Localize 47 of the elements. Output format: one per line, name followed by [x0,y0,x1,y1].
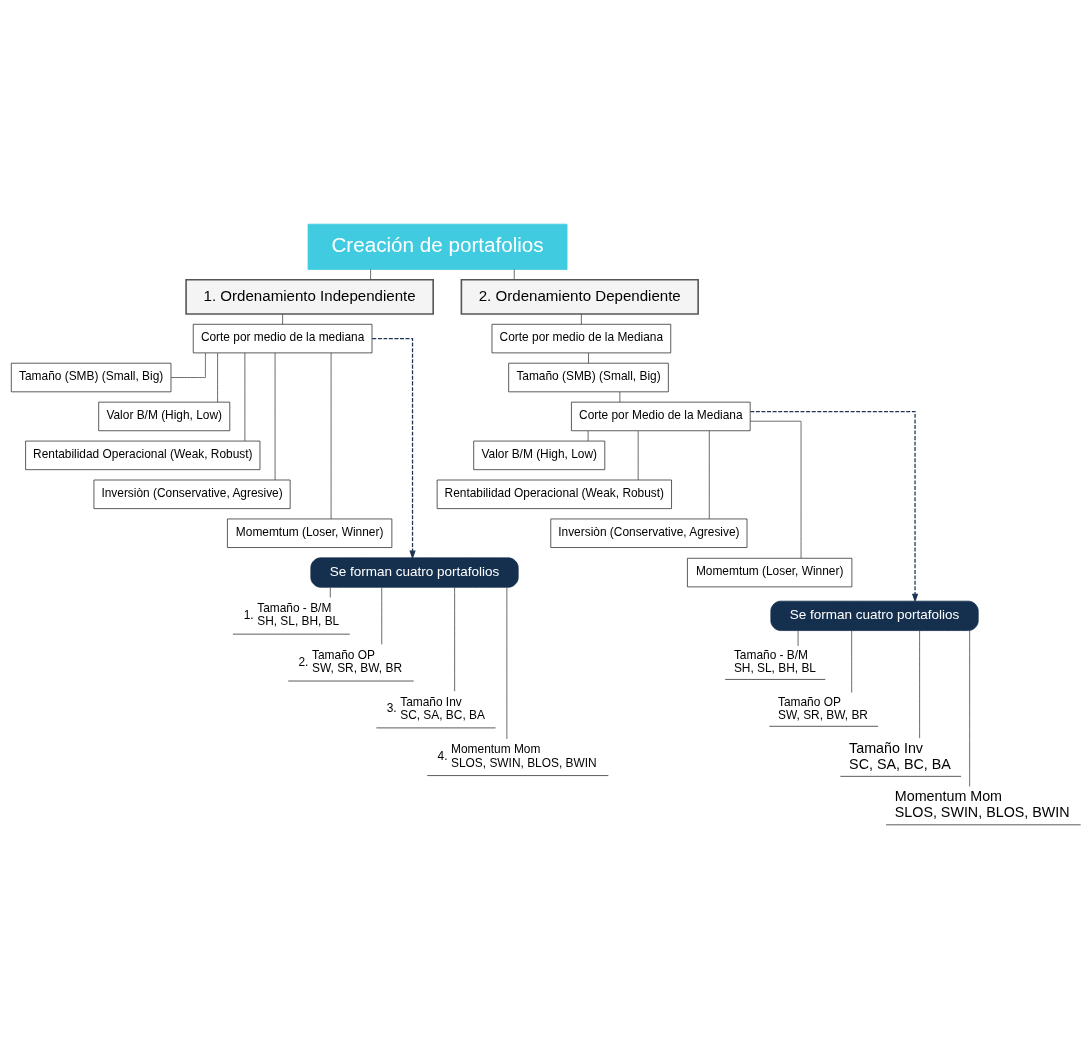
node-box: Valor B/M (High, Low) [98,401,231,431]
node-box: Tamaño (SMB) (Small, Big) [10,362,172,392]
connector [619,391,621,402]
connector [637,430,639,480]
connector [797,629,799,646]
node-box: Creación de portafolios [307,223,568,270]
arrow [371,337,416,559]
connector [454,586,456,692]
connector [749,420,802,558]
node-box: Momemtum (Loser, Winner) [687,557,853,587]
node-box: 2. Ordenamiento Dependiente [460,278,699,315]
connector [282,313,283,324]
connector [588,352,589,364]
node-text: Tamaño - B/M SH, SL, BH, BL [733,647,816,675]
node-box: Corte por medio de la Mediana [491,323,672,353]
connector [851,629,853,693]
connector [969,629,971,787]
connector [506,586,508,739]
node-text: Momentum Mom SLOS, SWIN, BLOS, BWIN [894,787,1070,820]
connector [513,268,515,280]
node-box: Momemtum (Loser, Winner) [227,518,393,548]
connector [330,352,332,519]
connector [381,586,383,645]
connector [580,313,582,324]
node-box: Tamaño (SMB) (Small, Big) [508,362,669,392]
node-box: Corte por medio de la mediana [192,323,373,353]
node-box: 1. Ordenamiento Independiente [185,278,434,315]
connector [329,586,331,598]
node-box: Se forman cuatro portafolios [770,600,979,631]
connector [274,352,276,480]
node-text: Tamaño OP SW, SR, BW, BR [777,694,868,722]
arrow [749,410,919,603]
node-box: Rentabilidad Operacional (Weak, Robust) [25,440,261,470]
node-box: Inversiòn (Conservative, Agresive) [550,518,748,548]
node-box: Valor B/M (High, Low) [473,440,606,470]
connector [170,352,206,378]
node-box: Corte por Medio de la Mediana [571,401,751,431]
node-text: Tamaño Inv SC, SA, BC, BA [849,739,951,772]
node-box: Se forman cuatro portafolios [310,556,519,588]
connector [708,429,710,519]
connector [244,352,246,441]
connector [587,430,589,441]
node-box: Inversiòn (Conservative, Agresive) [93,479,291,509]
connector [919,629,920,739]
connector [370,268,371,280]
node-box: Rentabilidad Operacional (Weak, Robust) [436,479,672,509]
connector [217,352,218,403]
